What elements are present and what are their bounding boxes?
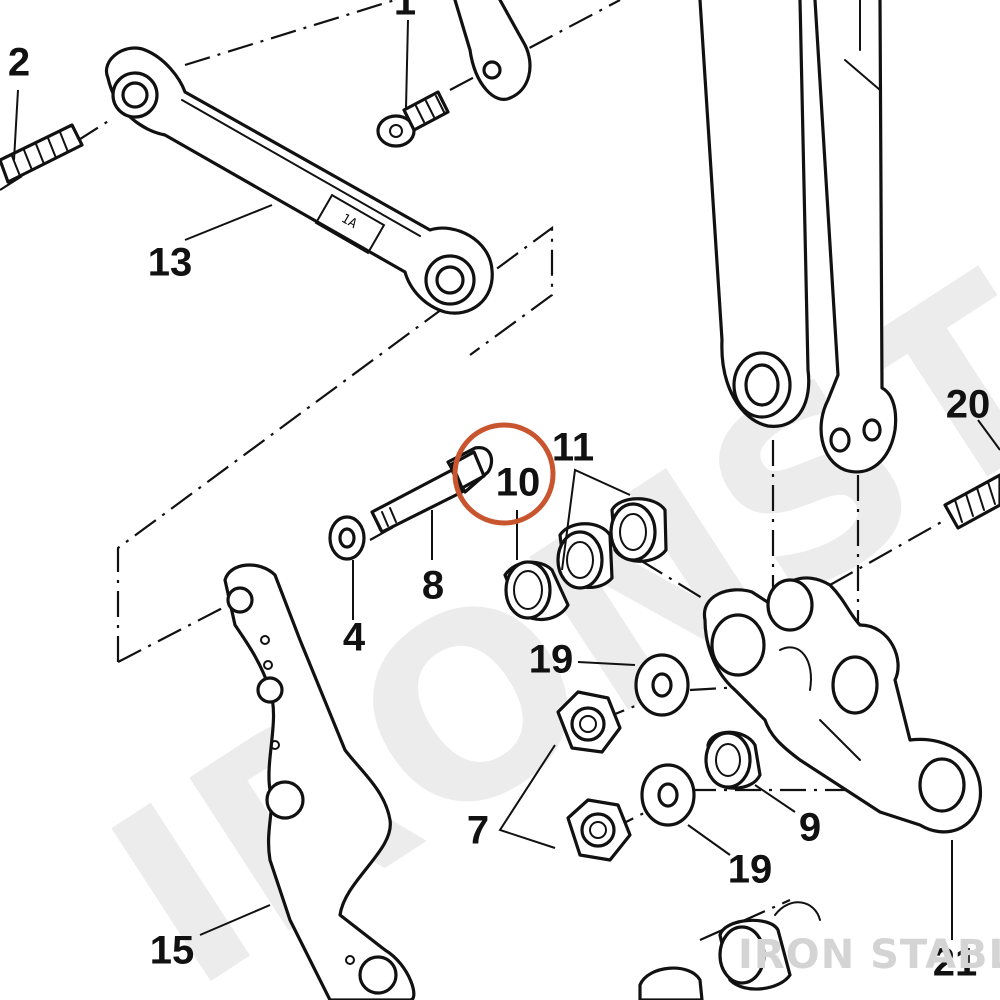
callout-9: 9 — [799, 806, 821, 850]
callout-19-lower: 19 — [728, 848, 773, 892]
callout-10: 10 — [496, 461, 541, 505]
callouts: 1 2 13 20 11 10 8 4 19 7 9 19 15 21 — [8, 0, 990, 985]
callout-7: 7 — [467, 809, 489, 853]
callout-11: 11 — [552, 426, 594, 470]
rocker-bracket-21 — [702, 576, 983, 834]
bolt-8 — [370, 446, 494, 534]
leader-lines — [13, 19, 1000, 940]
watermark-corner: IRON STABLE — [738, 932, 1000, 978]
callout-15: 15 — [150, 929, 195, 973]
callout-21: 21 — [933, 941, 978, 985]
stud-20 — [943, 473, 1000, 530]
callout-13: 13 — [148, 241, 193, 285]
callout-1: 1 — [394, 0, 416, 24]
bushings — [503, 497, 668, 622]
nuts-7 — [556, 690, 632, 862]
callout-2: 2 — [8, 41, 30, 85]
bottom-bushings — [638, 901, 821, 1000]
bolt-1 — [376, 90, 450, 148]
swing-arm-15 — [223, 563, 416, 1000]
callout-8: 8 — [422, 564, 444, 608]
highlight-circle — [452, 422, 556, 526]
callout-20: 20 — [946, 383, 991, 427]
spacer-9 — [704, 730, 762, 790]
callout-19-upper: 19 — [529, 638, 574, 682]
link-arm-13: 1A — [104, 46, 494, 315]
frame-tubes — [698, 0, 898, 474]
callout-4: 4 — [343, 616, 366, 660]
washers-19 — [634, 653, 696, 827]
washer-4 — [328, 515, 366, 561]
upper-bracket — [453, 0, 532, 101]
threaded-rod-2 — [0, 123, 84, 184]
link-marking: 1A — [338, 211, 359, 232]
